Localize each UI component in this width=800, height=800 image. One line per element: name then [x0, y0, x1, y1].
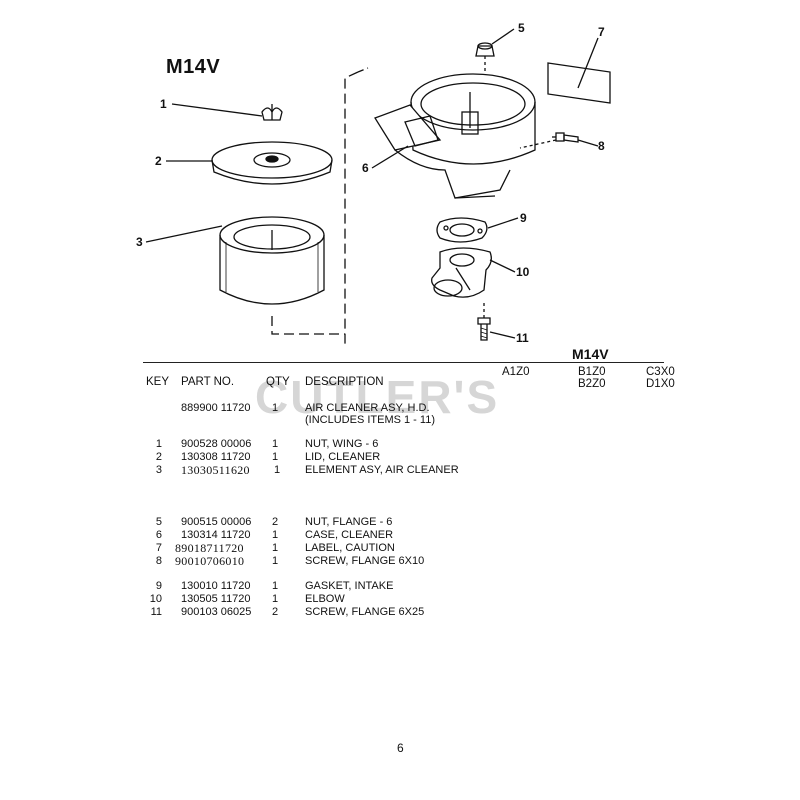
qty-cell: 1: [272, 529, 279, 541]
key-cell: 3: [155, 464, 162, 476]
key-cell: 8: [155, 555, 162, 567]
variant-d1x0: D1X0: [646, 378, 675, 390]
flange-screw-6x25-part: [477, 300, 491, 341]
qty-cell: 2: [272, 606, 279, 618]
description-cell: SCREW, FLANGE 6X10: [305, 555, 425, 567]
key-cell: 11: [150, 606, 162, 618]
callout-10: 10: [516, 265, 530, 279]
key-cell: 10: [149, 593, 162, 605]
callout-8: 8: [598, 139, 605, 153]
elbow-part: [431, 247, 492, 298]
assembly-bracket-line: [344, 71, 359, 345]
qty-cell: 1: [272, 402, 279, 414]
flange-screw-6x10-part: [519, 132, 579, 149]
part-number-cell: 889900 11720: [181, 402, 251, 414]
cleaner-case-part: [374, 73, 536, 199]
key-cell: 1: [155, 438, 162, 450]
description-cell: SCREW, FLANGE 6X25: [305, 606, 425, 618]
qty-cell: 2: [272, 516, 279, 528]
part-number-cell: 130308 11720: [181, 451, 251, 463]
description-cell: GASKET, INTAKE: [305, 580, 394, 592]
column-header-description: DESCRIPTION: [305, 376, 384, 388]
description-cell: ELBOW: [305, 593, 345, 605]
part-number-cell: 900528 00006: [181, 438, 252, 450]
qty-cell: 1: [272, 451, 279, 463]
part-number-cell: 13030511620: [181, 463, 250, 477]
table-header-divider: [143, 362, 664, 363]
key-cell: 7: [155, 542, 162, 554]
cleaner-lid-part: [211, 141, 333, 185]
watermark: CUTLER'S: [255, 371, 500, 423]
air-cleaner-element-part: [219, 216, 325, 305]
description-cell: LABEL, CAUTION: [305, 542, 395, 554]
qty-cell: 1: [272, 438, 279, 450]
key-cell: 5: [155, 516, 162, 528]
table-model-heading: M14V: [572, 346, 609, 362]
wing-nut-part: [261, 104, 283, 121]
key-cell: 2: [155, 451, 162, 463]
callout-5: 5: [518, 21, 525, 35]
variant-b1z0: B1Z0: [578, 366, 606, 378]
description-cell: AIR CLEANER ASY, H.D.: [305, 402, 430, 414]
part-number-cell: 130505 11720: [181, 593, 251, 605]
part-number-cell: 900103 06025: [181, 606, 252, 618]
description-cell: ELEMENT ASY, AIR CLEANER: [305, 464, 459, 476]
model-title: M14V: [166, 56, 221, 78]
qty-cell: 1: [272, 542, 279, 554]
callout-7: 7: [598, 25, 605, 39]
part-number-cell: 130314 11720: [181, 529, 251, 541]
description-cell: NUT, WING - 6: [305, 438, 379, 450]
qty-cell: 1: [272, 580, 279, 592]
callout-6: 6: [362, 161, 369, 175]
intake-gasket-part: [436, 217, 488, 243]
description-cell: CASE, CLEANER: [305, 529, 394, 541]
part-number-cell: 89018711720: [175, 541, 244, 555]
description-cell: NUT, FLANGE - 6: [305, 516, 393, 528]
description-cell: LID, CLEANER: [305, 451, 381, 463]
variant-b2z0: B2Z0: [578, 378, 606, 390]
callout-3: 3: [136, 235, 143, 249]
caution-label-part: [547, 62, 611, 104]
page-number: 6: [397, 741, 404, 755]
callout-11: 11: [516, 331, 529, 345]
qty-cell: 1: [272, 593, 279, 605]
column-header-key: KEY: [146, 376, 170, 388]
column-header-qty: QTY: [266, 376, 290, 388]
key-cell: 6: [155, 529, 162, 541]
qty-cell: 1: [272, 555, 279, 567]
callout-2: 2: [155, 154, 162, 168]
part-number-cell: 130010 11720: [181, 580, 251, 592]
exploded-parts-diagram: 1 2 3 5 6 7 8 9 10 11: [136, 21, 611, 345]
callout-9: 9: [520, 211, 527, 225]
description-note: (INCLUDES ITEMS 1 - 11): [305, 414, 435, 426]
callout-1: 1: [160, 97, 167, 111]
column-header-part-no: PART NO.: [181, 376, 235, 388]
variant-c3x0: C3X0: [646, 366, 675, 378]
qty-cell: 1: [274, 464, 281, 476]
part-number-cell: 90010706010: [175, 554, 245, 568]
part-number-cell: 900515 00006: [181, 516, 252, 528]
variant-a1z0: A1Z0: [502, 366, 530, 378]
key-cell: 9: [155, 580, 162, 592]
